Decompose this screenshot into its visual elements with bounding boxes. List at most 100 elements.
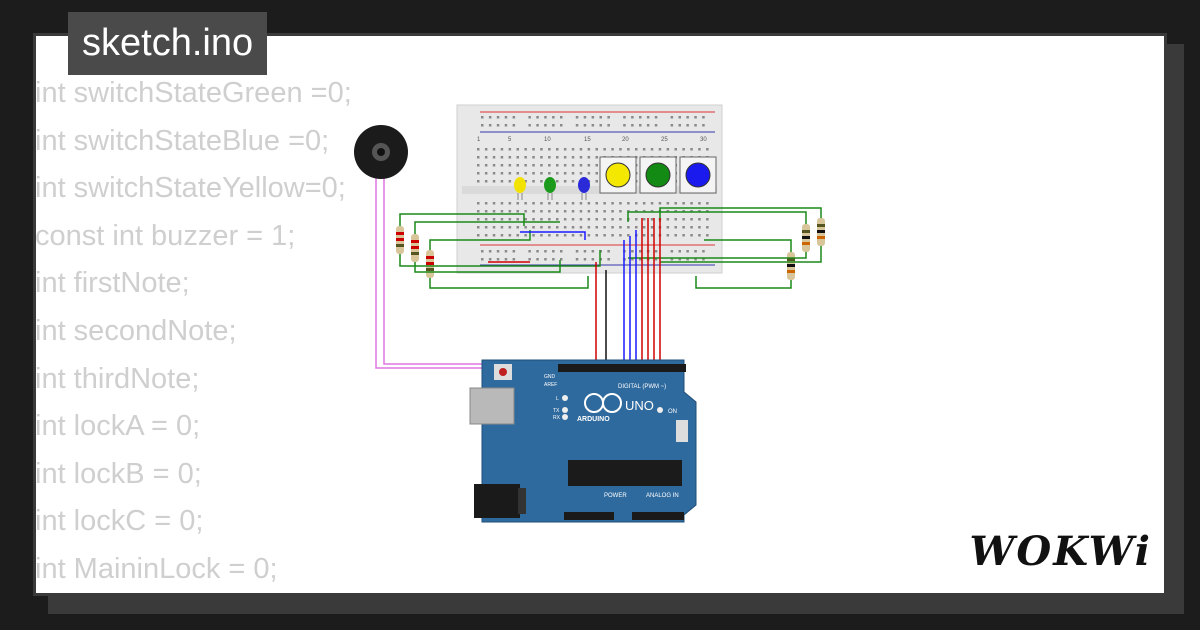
breadboard-hole xyxy=(556,226,559,229)
push-button-green[interactable] xyxy=(639,156,677,194)
l-label: L xyxy=(556,396,559,402)
rail-hole xyxy=(694,124,697,127)
rail-hole xyxy=(575,250,579,253)
breadboard-hole xyxy=(556,156,559,159)
breadboard-hole xyxy=(595,156,598,159)
power-label: POWER xyxy=(604,493,627,499)
breadboard-hole xyxy=(595,148,598,151)
breadboard-hole xyxy=(556,180,559,183)
rail-hole xyxy=(560,124,563,127)
breadboard-hole xyxy=(611,234,614,237)
breadboard-hole xyxy=(484,226,488,229)
rail-hole xyxy=(496,116,500,119)
breadboard-hole xyxy=(603,234,606,237)
breadboard-hole xyxy=(579,226,583,229)
breadboard-hole xyxy=(666,218,670,221)
buzzer-wires xyxy=(375,178,528,369)
rail-hole xyxy=(686,124,689,127)
resistor[interactable] xyxy=(802,224,810,252)
rail-hole xyxy=(702,258,705,261)
rail-hole xyxy=(591,124,595,127)
breadboard-hole xyxy=(477,202,480,205)
code-line: const int buzzer = 1; xyxy=(35,219,296,252)
breadboard-hole xyxy=(706,202,709,205)
breadboard-hole xyxy=(500,148,504,151)
breadboard-hole xyxy=(548,148,551,151)
breadboard-hole xyxy=(587,148,591,151)
breadboard-hole xyxy=(492,172,496,175)
breadboard-hole xyxy=(571,234,575,237)
breadboard-hole xyxy=(484,164,488,167)
breadboard-hole xyxy=(579,164,583,167)
push-button-yellow[interactable] xyxy=(599,156,637,194)
breadboard-hole xyxy=(666,226,670,229)
board-brand: ARDUINO xyxy=(577,416,610,423)
breadboard-hole xyxy=(548,156,551,159)
breadboard-hole xyxy=(540,234,543,237)
breadboard-hole xyxy=(556,210,559,213)
rail-hole xyxy=(694,116,697,119)
rail-hole xyxy=(607,124,610,127)
resistor[interactable] xyxy=(426,250,434,278)
breadboard-hole xyxy=(516,210,519,213)
breadboard-hole xyxy=(674,202,677,205)
rail-hole xyxy=(536,124,539,127)
breadboard-hole xyxy=(627,226,630,229)
rail-hole xyxy=(607,250,610,253)
rail-hole xyxy=(488,116,492,119)
buzzer[interactable] xyxy=(354,125,408,179)
led-green[interactable] xyxy=(544,177,556,200)
rail-hole xyxy=(504,258,508,261)
breadboard-hole xyxy=(579,210,583,213)
breadboard-hole xyxy=(587,210,591,213)
breadboard-hole xyxy=(524,210,527,213)
breadboard-hole xyxy=(674,218,677,221)
breadboard-hole xyxy=(563,156,567,159)
gnd-label: GND xyxy=(544,374,556,380)
arduino-uno-board[interactable]: ARDUINO UNO ON DIGITAL (PWM ~) POWER ANA… xyxy=(469,359,697,523)
breadboard-hole xyxy=(595,234,598,237)
breadboard-hole xyxy=(492,226,496,229)
breadboard-hole xyxy=(619,202,622,205)
breadboard-hole xyxy=(516,164,519,167)
breadboard-hole xyxy=(563,172,567,175)
led-blue[interactable] xyxy=(578,177,590,200)
rail-hole xyxy=(639,250,642,253)
rail-hole xyxy=(583,124,587,127)
breadboard-hole xyxy=(563,180,567,183)
breadboard-hole xyxy=(548,226,551,229)
breadboard-hole xyxy=(682,218,685,221)
breadboard-hole xyxy=(492,164,496,167)
rail-hole xyxy=(702,124,705,127)
breadboard-hole xyxy=(556,202,559,205)
breadboard-hole xyxy=(477,156,480,159)
breadboard-hole xyxy=(477,164,480,167)
reset-button[interactable] xyxy=(499,368,507,376)
push-button-blue[interactable] xyxy=(679,156,717,194)
breadboard-hole xyxy=(540,218,543,221)
breadboard-hole xyxy=(698,148,701,151)
rail-hole xyxy=(646,124,650,127)
rail-hole xyxy=(488,250,492,253)
breadboard-hole xyxy=(524,202,527,205)
breadboard-hole xyxy=(650,218,654,221)
led-yellow[interactable] xyxy=(514,177,526,200)
breadboard-hole xyxy=(556,172,559,175)
code-line: int lockA = 0; xyxy=(35,410,201,443)
rail-hole xyxy=(544,250,547,253)
resistor[interactable] xyxy=(787,252,795,280)
code-preview: int switchStateGreen =0; int switchState… xyxy=(35,70,352,594)
resistor[interactable] xyxy=(396,226,404,254)
rail-hole xyxy=(552,258,555,261)
resistor[interactable] xyxy=(411,234,419,262)
breadboard-hole xyxy=(571,164,575,167)
breadboard-hole xyxy=(619,218,622,221)
rail-hole xyxy=(583,258,587,261)
breadboard-hole xyxy=(532,172,535,175)
file-name-tab[interactable]: sketch.ino xyxy=(68,12,268,75)
breadboard-hole xyxy=(595,172,598,175)
resistor[interactable] xyxy=(817,218,825,246)
breadboard-hole xyxy=(524,172,527,175)
breadboard-hole xyxy=(540,172,543,175)
breadboard-hole xyxy=(642,148,646,151)
